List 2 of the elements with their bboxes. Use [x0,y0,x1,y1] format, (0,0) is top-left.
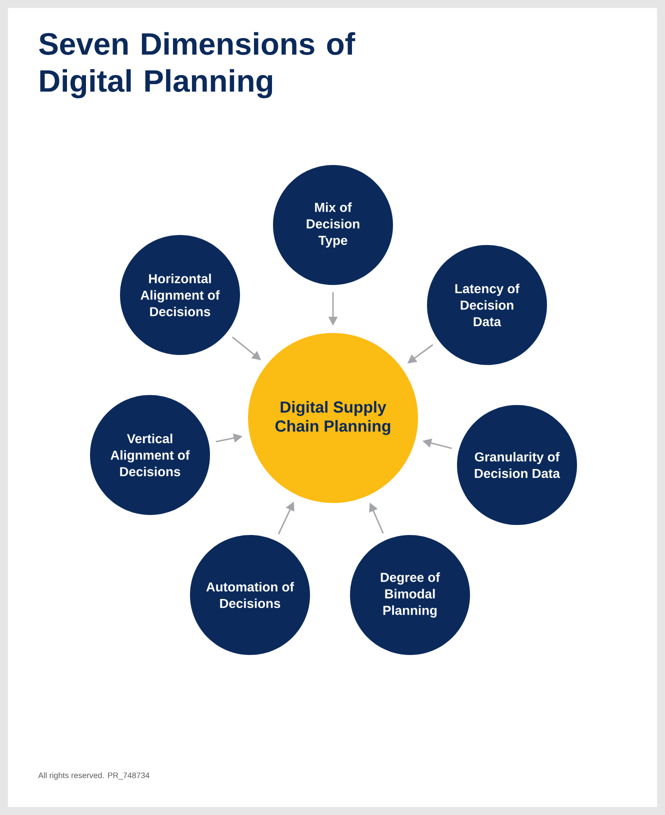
copyright-note: All rights reserved. PR_748734 [38,772,150,780]
title: Seven Dimensions of Digital Planning [39,32,356,98]
